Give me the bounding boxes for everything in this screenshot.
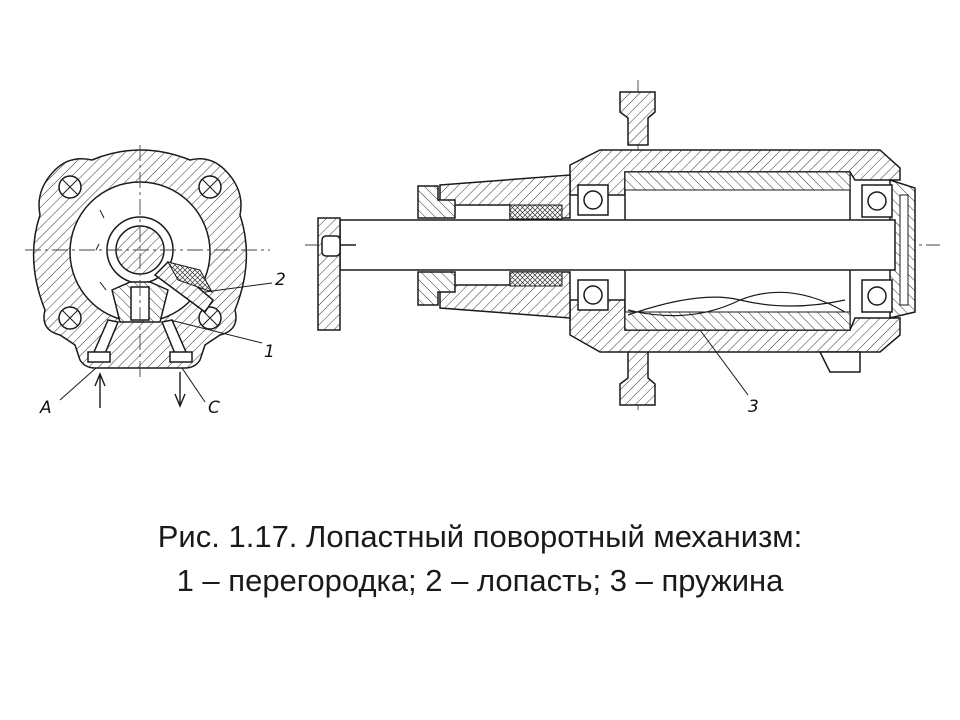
end-view <box>32 149 273 408</box>
arrow-out-c <box>174 372 186 408</box>
seal-top <box>509 204 563 220</box>
gland-top <box>417 185 456 219</box>
arrow-in-a <box>94 372 106 408</box>
technical-drawing: A C 1 2 <box>25 80 940 418</box>
seal-bottom <box>509 271 563 287</box>
caption-line-2: 1 – перегородка; 2 – лопасть; 3 – пружин… <box>176 563 784 598</box>
shaft <box>339 219 896 271</box>
port-c <box>169 351 193 363</box>
label-a: A <box>39 398 52 418</box>
port-a <box>87 351 111 363</box>
bearing-left-top <box>577 184 609 216</box>
shaft-end <box>317 217 341 331</box>
figure-caption: Рис. 1.17. Лопастный поворотный механизм… <box>0 515 960 603</box>
caption-line-1: Рис. 1.17. Лопастный поворотный механизм… <box>157 519 803 554</box>
label-1: 1 <box>264 342 275 362</box>
label-3: 3 <box>748 397 759 417</box>
label-c: C <box>208 398 220 418</box>
vane-seal <box>167 261 214 293</box>
vane <box>153 260 214 314</box>
bottom-lug <box>619 349 656 406</box>
gland-bottom <box>417 271 456 306</box>
label-2: 2 <box>275 270 286 290</box>
top-lug <box>619 91 656 146</box>
section-view <box>317 91 916 406</box>
